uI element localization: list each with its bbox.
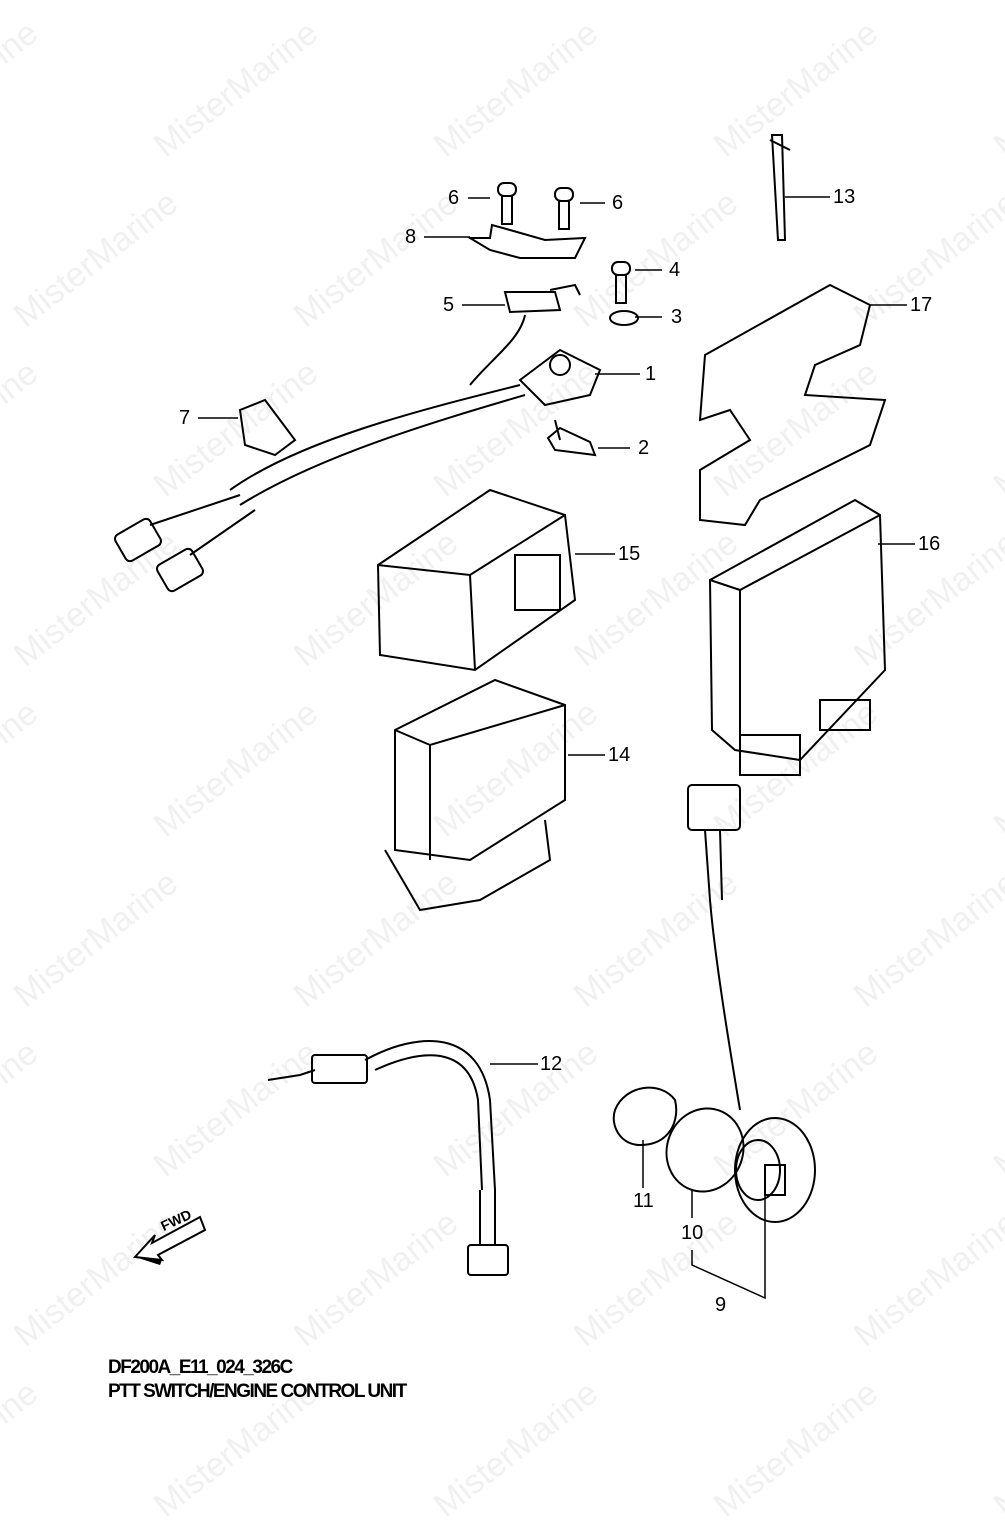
cover-part-17 [698, 283, 887, 527]
cap-part-11 [612, 1086, 678, 1147]
callout-14: 14 [608, 744, 631, 766]
screw-part-6a [497, 182, 517, 225]
callout-10: 10 [681, 1222, 704, 1244]
callout-2: 2 [638, 437, 650, 459]
callout-6: 6 [612, 192, 624, 214]
pilot-switch-part-12 [267, 1040, 509, 1276]
callout-7: 7 [179, 407, 191, 429]
callout-15: 15 [618, 543, 641, 565]
callout-6: 6 [448, 187, 460, 209]
diagram-title: PTT SWITCH/ENGINE CONTROL UNIT [108, 1381, 407, 1402]
bracket-part-8 [466, 223, 587, 259]
callout-12: 12 [540, 1053, 563, 1075]
parts-diagram [114, 134, 915, 1300]
callout-17: 17 [910, 294, 933, 316]
grommet-part-9 [734, 1117, 816, 1223]
lever-part-2 [546, 419, 597, 457]
callout-5: 5 [443, 294, 455, 316]
tie-strap-part-13 [769, 134, 791, 241]
callout-4: 4 [669, 259, 681, 281]
callout-8: 8 [405, 226, 417, 248]
harness-wire [229, 314, 526, 506]
callout-3: 3 [671, 306, 683, 328]
oring-part-10 [665, 1107, 745, 1193]
connector-plugs [114, 494, 256, 593]
switch-part-5 [503, 283, 581, 314]
diagram-code: DF200A_E11_024_326C [108, 1357, 293, 1378]
case-part-15 [376, 488, 577, 672]
ecu-part-16 [708, 498, 887, 762]
grommet-wire [704, 829, 741, 1111]
callout-13: 13 [833, 186, 856, 208]
module-part-14 [394, 678, 566, 862]
callout-9: 9 [715, 1294, 727, 1316]
washer-part-3 [609, 310, 639, 326]
screw-part-4 [611, 261, 631, 304]
leader-lines [198, 196, 915, 1300]
clamp-part-7 [238, 398, 297, 457]
sensor-part-1 [518, 348, 602, 407]
callout-1: 1 [645, 363, 657, 385]
fwd-arrow-icon [132, 1215, 207, 1265]
grommet-connector [687, 784, 741, 831]
callout-11: 11 [633, 1190, 654, 1212]
screw-part-6b [554, 187, 574, 230]
callout-16: 16 [918, 533, 941, 555]
